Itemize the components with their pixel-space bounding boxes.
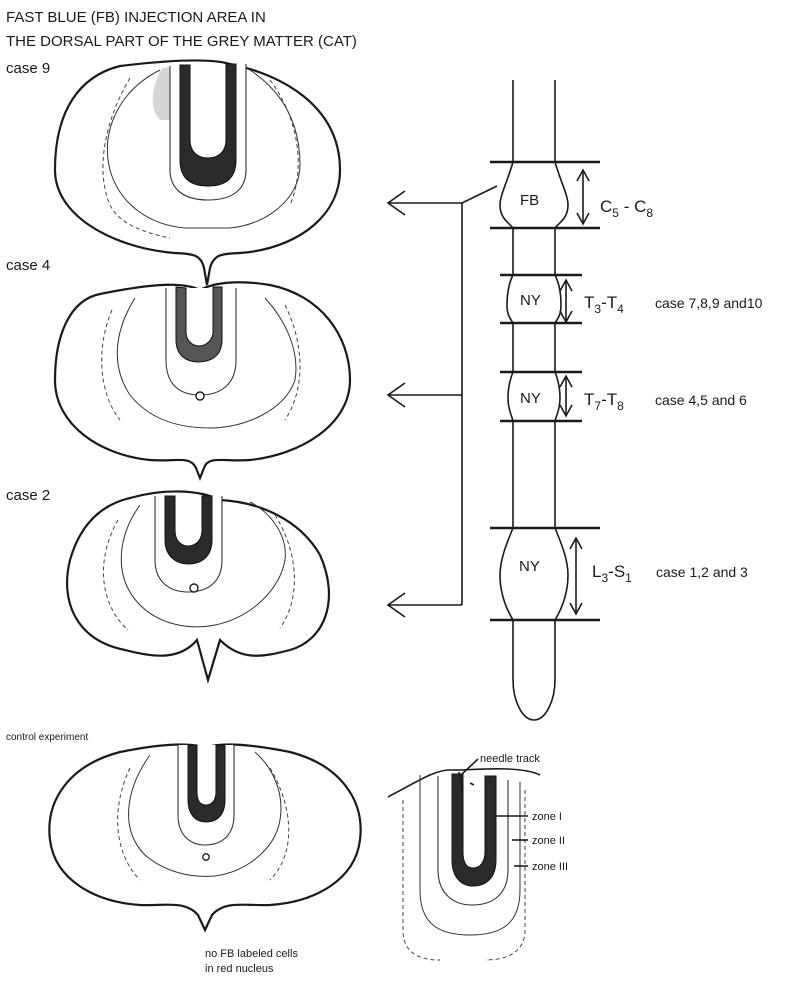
case-9-label: case 9 bbox=[6, 60, 50, 77]
note-line-2: in red nucleus bbox=[205, 963, 274, 975]
note-line-1: no FB labeled cells bbox=[205, 948, 298, 960]
bracket-arrows bbox=[388, 186, 497, 617]
control-experiment-label: control experiment bbox=[6, 732, 88, 743]
segment-tag-ny-t3t4: NY bbox=[520, 292, 541, 309]
level-t3-t4: T3-T4 bbox=[584, 293, 624, 316]
cord-section-case-9 bbox=[55, 60, 340, 285]
cord-section-case-2 bbox=[67, 491, 329, 680]
segment-tag-ny-t7t8: NY bbox=[520, 390, 541, 407]
zones-inset bbox=[388, 769, 540, 960]
cord-section-control bbox=[49, 745, 360, 930]
level-t7-t8: T7-T8 bbox=[584, 390, 624, 413]
title-line-1: FAST BLUE (FB) INJECTION AREA IN bbox=[6, 9, 266, 26]
cases-t7-t8: case 4,5 and 6 bbox=[655, 392, 747, 408]
cord-section-case-4 bbox=[55, 282, 350, 478]
segment-tag-fb: FB bbox=[520, 192, 539, 209]
title-line-2: THE DORSAL PART OF THE GREY MATTER (CAT) bbox=[6, 33, 357, 50]
case-2-label: case 2 bbox=[6, 487, 50, 504]
segment-tag-ny-l3s1: NY bbox=[519, 558, 540, 575]
level-l3-s1: L3-S1 bbox=[592, 562, 632, 585]
cases-t3-t4: case 7,8,9 and10 bbox=[655, 295, 763, 311]
zone-ii-label: zone II bbox=[532, 835, 565, 847]
needle-track-label: needle track bbox=[480, 753, 540, 765]
level-c5-c8: C5 - C8 bbox=[600, 197, 653, 220]
cases-l3-s1: case 1,2 and 3 bbox=[656, 564, 748, 580]
zone-iii-label: zone III bbox=[532, 861, 568, 873]
zone-i-label: zone I bbox=[532, 811, 562, 823]
case-4-label: case 4 bbox=[6, 257, 50, 274]
